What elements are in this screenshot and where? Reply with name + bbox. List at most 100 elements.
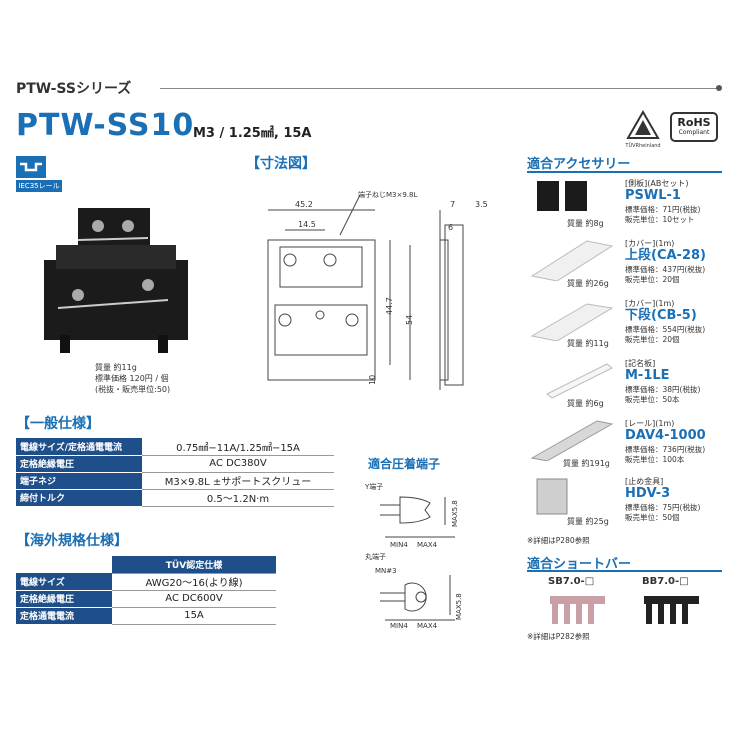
side-plate-image [537,181,587,211]
overseas-header: TÜV認定仕様 [112,556,276,574]
spec-value: M3×9.8L ±サポートスクリュー [142,472,334,490]
rohs-badge: RoHS Compliant [670,112,718,142]
accessory-price: 標準価格：75円(税抜) [625,503,701,512]
spec-key: 定格通電電流 [16,607,112,625]
marker-plate-image [546,363,613,399]
spec-key: 定格絶縁電圧 [16,590,112,608]
spec-key: 定格絶縁電圧 [16,455,142,473]
end-stopper-image [536,478,568,515]
accessory-name: 上段(CA-28) [625,248,706,263]
spec-value: 0.75㎟−11A/1.25㎟−15A [142,438,334,456]
accessory-name: HDV-3 [625,486,671,501]
terminals-title: 適合圧着端子 [368,457,441,471]
short-bar-a-image [550,596,605,624]
ring-terminal-label: 丸端子 [365,552,386,561]
rohs-sublabel: Compliant [678,129,710,136]
short-bar-a-label: SB7.0-□ [548,576,595,587]
din-rail-image [530,420,614,461]
short-bar-b-label: BB7.0-□ [642,576,689,587]
accessory-name: M-1LE [625,368,670,383]
accessory-item: 質量 約191g [レール](1m) DAV4-1000 標準価格：736円(税… [527,416,722,472]
accessory-weight: 質量 約8g [567,219,604,228]
accessory-price: 標準価格：736円(税抜) [625,445,706,454]
product-price: 標準価格 120円 / 個 [95,374,169,383]
accessory-category: [レール](1m) [625,419,675,428]
product-weight: 質量 約11g [95,363,137,372]
accessory-category: [記名板] [625,359,656,368]
accessory-name: PSWL-1 [625,188,681,203]
accessory-name: 下段(CB-5) [625,308,697,323]
accessory-category: [側板](ABセット) [625,179,689,188]
accessory-unit: 販売単位：10セット [625,215,695,224]
spec-key: 電線サイズ [16,573,112,591]
screw-note: 端子ねじM3×9.8L [358,190,417,199]
short-bar-note: ※詳細はP282参照 [527,632,590,641]
accessory-note: ※詳細はP280参照 [527,536,590,545]
accessory-category: [カバー](1m) [625,239,675,248]
accessory-weight: 質量 約25g [567,517,609,526]
dim-w2: 14.5 [298,220,316,229]
spec-value: AWG20〜16(より線) [112,573,276,591]
ring-max58: MAX5.8 [455,593,463,620]
accessory-unit: 販売単位：20個 [625,275,680,284]
accessory-unit: 販売単位：50本 [625,395,680,404]
tuv-badge: TÜVRheinland [622,109,664,150]
model-spec: M3 / 1.25㎟, 15A [193,126,312,141]
table-header-row: TÜV認定仕様 [16,556,276,574]
product-image [44,208,188,353]
spec-key: 端子ネジ [16,472,142,490]
accessory-item: 質量 約26g [カバー](1m) 上段(CA-28) 標準価格：437円(税抜… [527,236,722,292]
product-unit: (税抜・販売単位:50) [95,385,171,394]
accessory-weight: 質量 約191g [563,459,610,468]
cover-image [530,240,614,281]
spec-value: 15A [112,607,276,625]
accessory-weight: 質量 約26g [567,279,609,288]
general-spec-title: 【一般仕様】 [16,416,100,432]
ring-min: MIN4 [390,622,408,630]
dim-h3: 10 [368,375,377,385]
y-min: MIN4 [390,541,408,549]
divider-dot [716,85,722,91]
tuv-label: TÜVRheinland [624,142,660,149]
accessory-item: 質量 約25g [止め金具] HDV-3 標準価格：75円(税抜) 販売単位：5… [527,474,722,530]
spec-value: AC DC600V [112,590,276,608]
spec-value: 0.5〜1.2N·m [142,489,334,507]
accessories-title: 適合アクセサリー [527,157,631,172]
accessory-item: 質量 約8g [側板](ABセット) PSWL-1 標準価格：71円(税抜) 販… [527,176,722,232]
short-bar-divider [527,570,722,572]
short-bar-title: 適合ショートバー [527,557,632,572]
series-title: PTW-SSシリーズ [16,81,132,97]
accessory-category: [カバー](1m) [625,299,675,308]
rail-label: IEC35レール [16,180,62,192]
spec-key: 締付トルク [16,489,142,507]
tuv-icon: TÜVRheinland [624,109,661,149]
divider [160,88,720,89]
accessory-unit: 販売単位：50個 [625,513,680,522]
spec-key: 電線サイズ/定格通電電流 [16,438,142,456]
accessory-item: 質量 約6g [記名板] M-1LE 標準価格：38円(税抜) 販売単位：50本 [527,356,722,412]
y-max: MAX4 [417,541,438,549]
accessory-price: 標準価格：71円(税抜) [625,205,701,214]
accessory-category: [止め金具] [625,477,664,486]
terminal-drawings: Y端子 MIN4 MAX4 MAX5.8 丸端子 MN#3 MIN4 MAX4 … [364,482,463,630]
accessory-name: DAV4-1000 [625,428,706,443]
accessory-unit: 販売単位：100本 [625,455,685,464]
accessory-weight: 質量 約11g [567,339,609,348]
accessory-unit: 販売単位：20個 [625,335,680,344]
y-terminal-label: Y端子 [364,482,383,491]
dim-h2: 54 [405,315,414,325]
dim-w1: 45.2 [295,200,313,209]
spec-value: AC DC380V [142,455,334,473]
accessory-price: 標準価格：554円(税抜) [625,325,706,334]
dim-h1: 44.7 [385,297,394,315]
dimension-drawing: 端子ねじM3×9.8L 45.2 14.5 44.7 54 10 7 3.5 6 [267,190,488,390]
y-max58: MAX5.8 [451,500,459,527]
